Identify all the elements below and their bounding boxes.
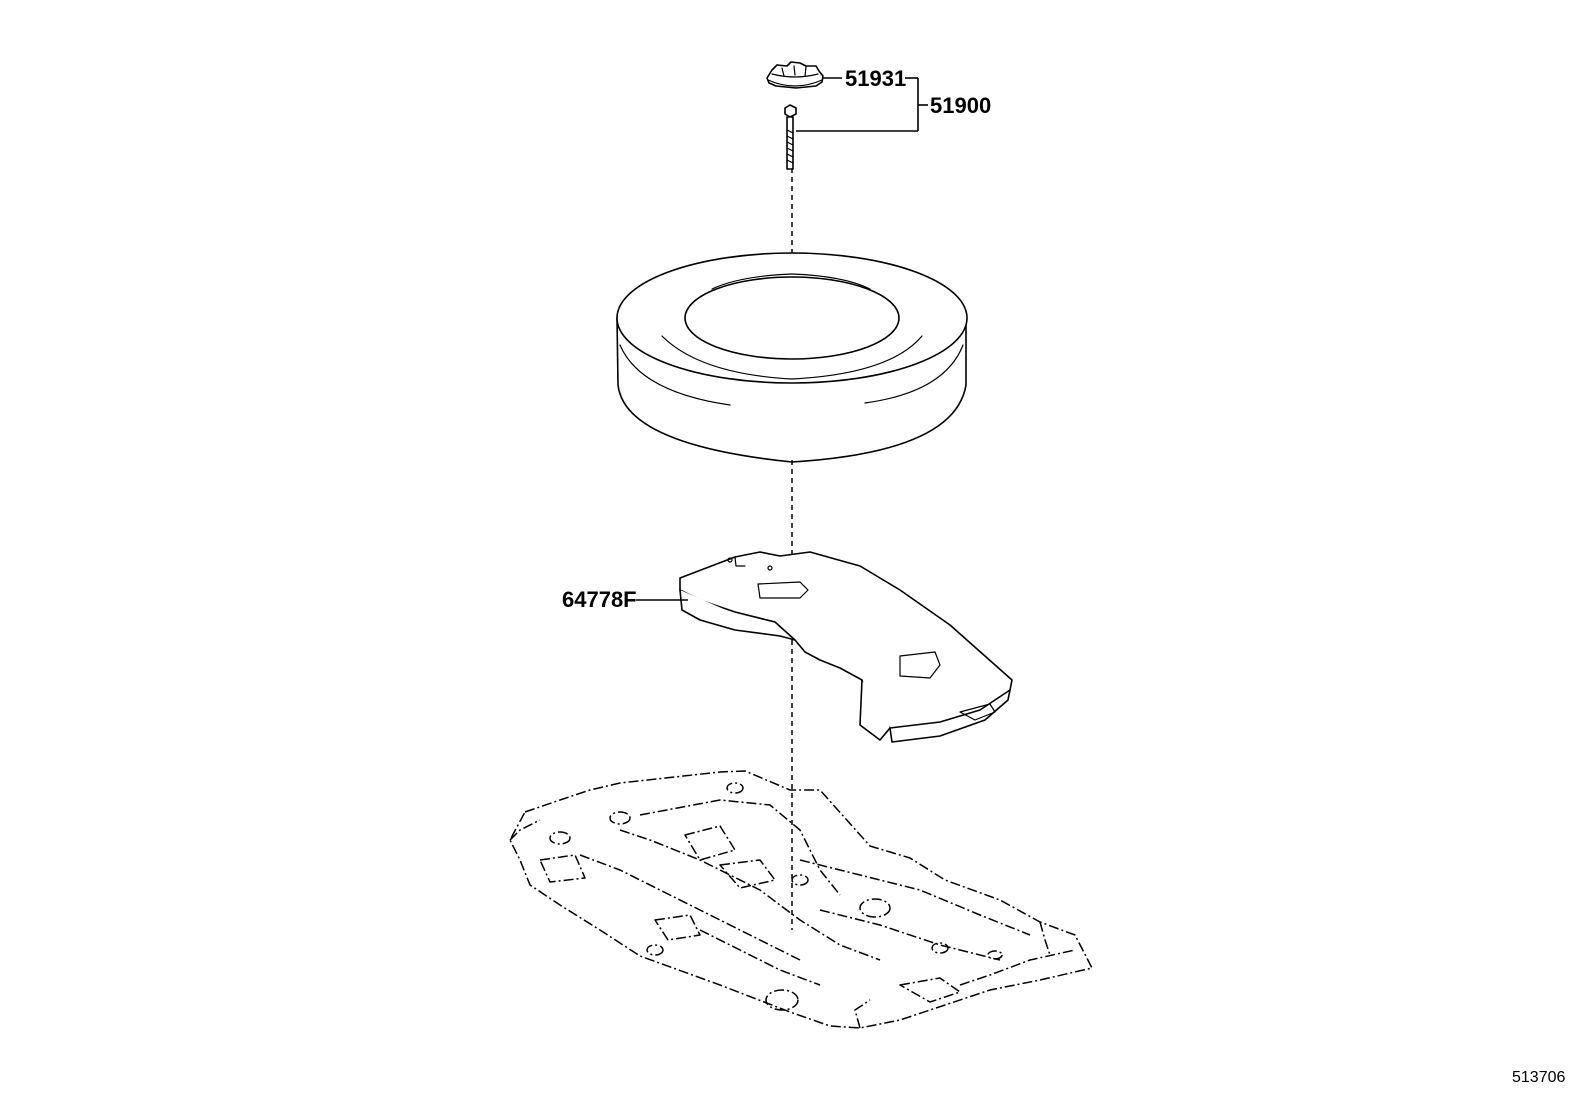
- figure-number: 513706: [1512, 1069, 1565, 1086]
- callout-51900: 51900: [930, 93, 991, 118]
- spare-tire[interactable]: [616, 252, 968, 463]
- callout-51931: 51931: [845, 66, 906, 91]
- callout-64778F: 64778F: [562, 587, 637, 612]
- spare-tire-spacer[interactable]: [679, 551, 1013, 743]
- hold-down-cap[interactable]: [766, 61, 824, 89]
- hold-down-bolt[interactable]: [784, 104, 797, 170]
- leader-lines-top: [796, 77, 928, 132]
- rear-floor-pan: [509, 770, 1093, 1029]
